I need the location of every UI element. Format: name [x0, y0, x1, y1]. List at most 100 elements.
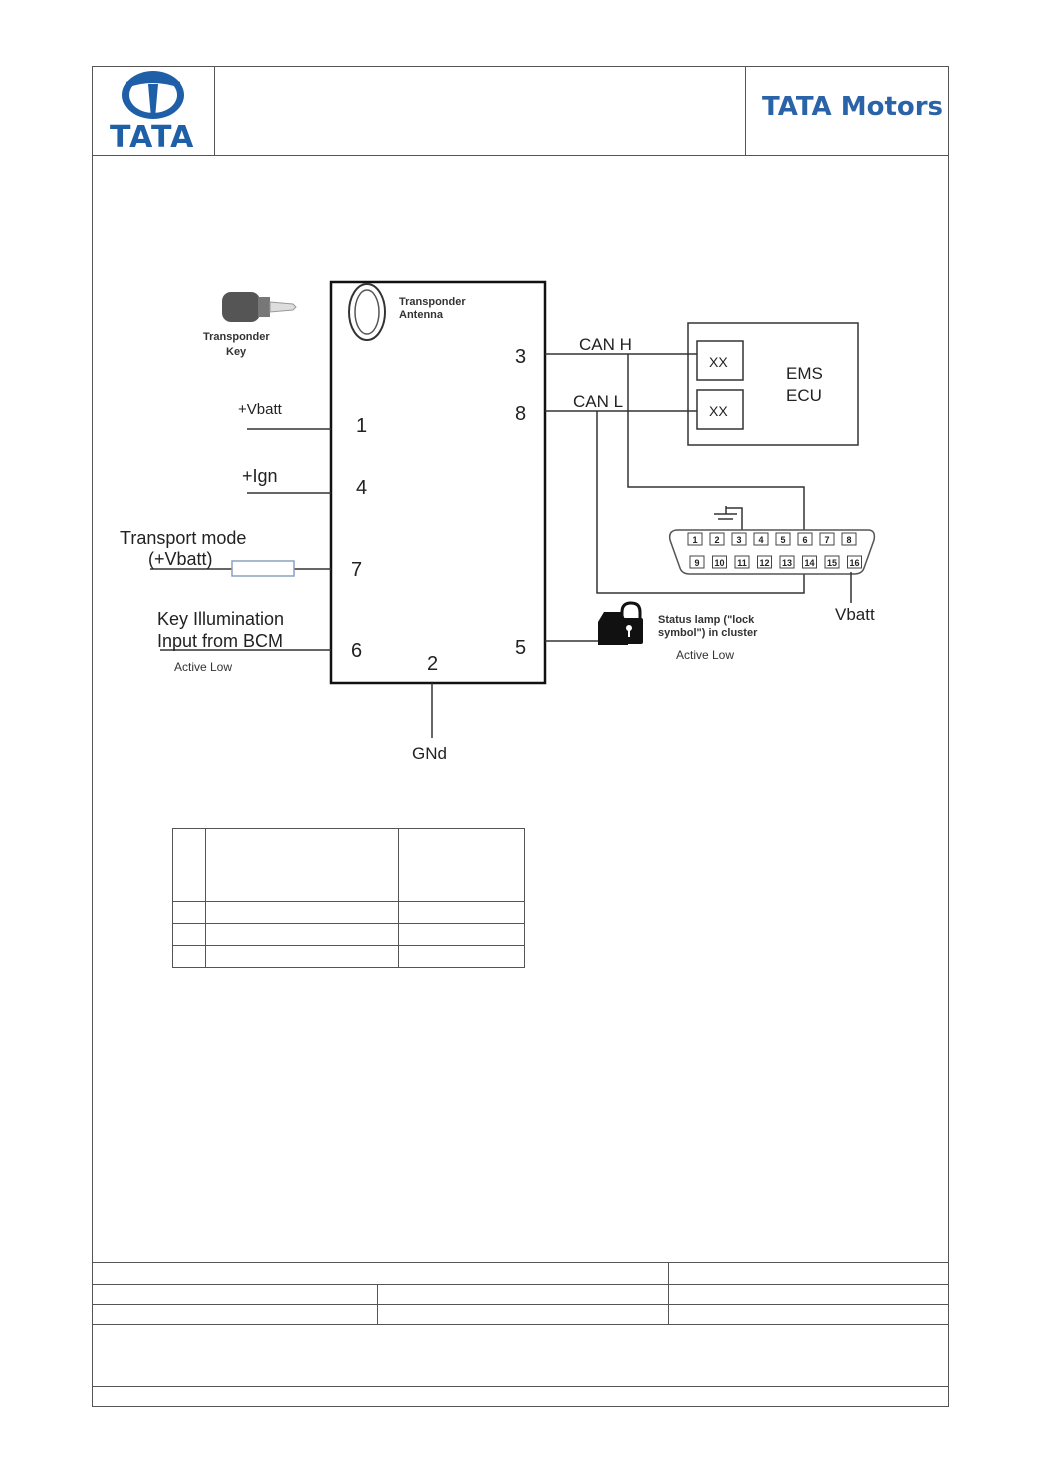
table-row — [172, 828, 525, 902]
ign-label: +Ign — [242, 466, 278, 486]
obd-pin-label: 8 — [846, 535, 851, 545]
obd-pin-box — [802, 555, 817, 569]
obd-pin-label: 1 — [692, 535, 697, 545]
footer-cell — [92, 1284, 378, 1305]
status-lamp-label-2: symbol") in cluster — [658, 627, 758, 639]
footer-cell — [92, 1386, 949, 1407]
obd-pin-box — [847, 555, 862, 569]
gnd-label: GNd — [412, 744, 447, 763]
illumination-label-1: Key Illumination — [157, 609, 284, 629]
can-l-label: CAN L — [573, 392, 623, 411]
logo-wordmark: TATA — [110, 120, 195, 155]
obd-pin-box — [734, 555, 750, 569]
obd-pin-label: 7 — [824, 535, 829, 545]
ems-label: EMS — [786, 364, 823, 383]
active-low-left: Active Low — [174, 660, 232, 674]
header-divider-right — [745, 66, 746, 156]
ecu-pin-box-2 — [696, 389, 744, 430]
ems-ecu-box — [687, 322, 859, 446]
footer-cell — [377, 1284, 669, 1305]
obd-pin-label: 4 — [758, 535, 763, 545]
footer-table — [92, 1262, 949, 1407]
footer-row — [92, 1284, 949, 1305]
footer-row — [92, 1304, 949, 1325]
obd-vbatt-label: Vbatt — [835, 605, 875, 624]
obd-pins-top: 1 2 3 4 5 6 7 8 — [687, 532, 857, 546]
obd-pin-box — [841, 532, 857, 546]
footer-cell — [92, 1324, 949, 1387]
can-h-obd-route — [627, 354, 805, 535]
table-row — [172, 945, 525, 968]
active-low-right: Active Low — [676, 648, 734, 662]
key-label-1: Transponder — [203, 331, 270, 343]
ecu-label: ECU — [786, 386, 822, 405]
obd-pin-box — [709, 532, 725, 546]
pin-table — [172, 828, 525, 968]
pin-2: 2 — [427, 653, 438, 675]
table-cell — [205, 828, 399, 902]
can-h-label: CAN H — [579, 335, 632, 354]
transport-label-2: (+Vbatt) — [148, 549, 213, 569]
vbatt-label: +Vbatt — [238, 401, 283, 418]
table-cell — [398, 901, 525, 924]
obd-pin-box — [779, 555, 795, 569]
obd-pin-label: 5 — [780, 535, 785, 545]
antenna-label-2: Antenna — [399, 309, 444, 321]
antenna-coil-icon — [348, 283, 386, 341]
ecu-pin-label-1: XX — [709, 354, 728, 370]
lock-symbol-icon — [598, 601, 643, 645]
footer-cell — [668, 1284, 949, 1305]
pin-5: 5 — [515, 637, 526, 659]
tata-logo-icon — [122, 71, 184, 119]
table-cell — [205, 945, 399, 968]
pin-8: 8 — [515, 403, 526, 425]
obd-pin-box — [689, 555, 705, 569]
obd-pin-label: 11 — [737, 558, 747, 568]
footer-row — [92, 1386, 949, 1407]
obd-pin-label: 14 — [804, 558, 814, 568]
footer-row — [92, 1262, 949, 1285]
obd-pin-box — [797, 532, 813, 546]
transport-label-1: Transport mode — [120, 528, 246, 548]
footer-cell — [92, 1304, 378, 1325]
obd-pin-label: 12 — [759, 558, 769, 568]
obd-pin-label: 2 — [714, 535, 719, 545]
obd-pin-box — [731, 532, 747, 546]
table-cell — [172, 923, 206, 946]
obd-pin-label: 3 — [736, 535, 741, 545]
obd-pin-label: 9 — [694, 558, 699, 568]
immobilizer-wiring-diagram: Transponder Antenna Transponder Key +Vba… — [120, 280, 876, 763]
transponder-key-icon — [222, 292, 297, 322]
table-cell — [398, 828, 525, 902]
obd-pin-box — [824, 555, 840, 569]
key-label-2: Key — [226, 346, 247, 358]
obd-pin-box — [819, 532, 835, 546]
ground-symbol-icon — [714, 506, 743, 535]
obd-pin-box — [712, 555, 727, 569]
obd-pin-box — [753, 532, 769, 546]
obd-pin-label: 10 — [714, 558, 724, 568]
footer-cell — [377, 1304, 669, 1325]
table-cell — [172, 945, 206, 968]
table-cell — [172, 901, 206, 924]
header-divider-left — [214, 66, 215, 156]
table-cell — [172, 828, 206, 902]
obd-pin-label: 6 — [802, 535, 807, 545]
pin-3: 3 — [515, 346, 526, 368]
ecu-pin-box-1 — [696, 340, 744, 381]
page-frame — [92, 66, 949, 1407]
table-cell — [205, 923, 399, 946]
obd-pin-label: 15 — [827, 558, 837, 568]
table-cell — [205, 901, 399, 924]
obd-pin-label: 13 — [782, 558, 792, 568]
footer-cell — [92, 1262, 669, 1285]
illumination-label-2: Input from BCM — [157, 631, 283, 651]
pin-4: 4 — [356, 477, 367, 499]
footer-row — [92, 1324, 949, 1387]
obd-pin-box — [775, 532, 791, 546]
pin-6: 6 — [351, 640, 362, 662]
transport-resistor — [231, 560, 295, 577]
pin-7: 7 — [351, 559, 362, 581]
table-row — [172, 901, 525, 924]
